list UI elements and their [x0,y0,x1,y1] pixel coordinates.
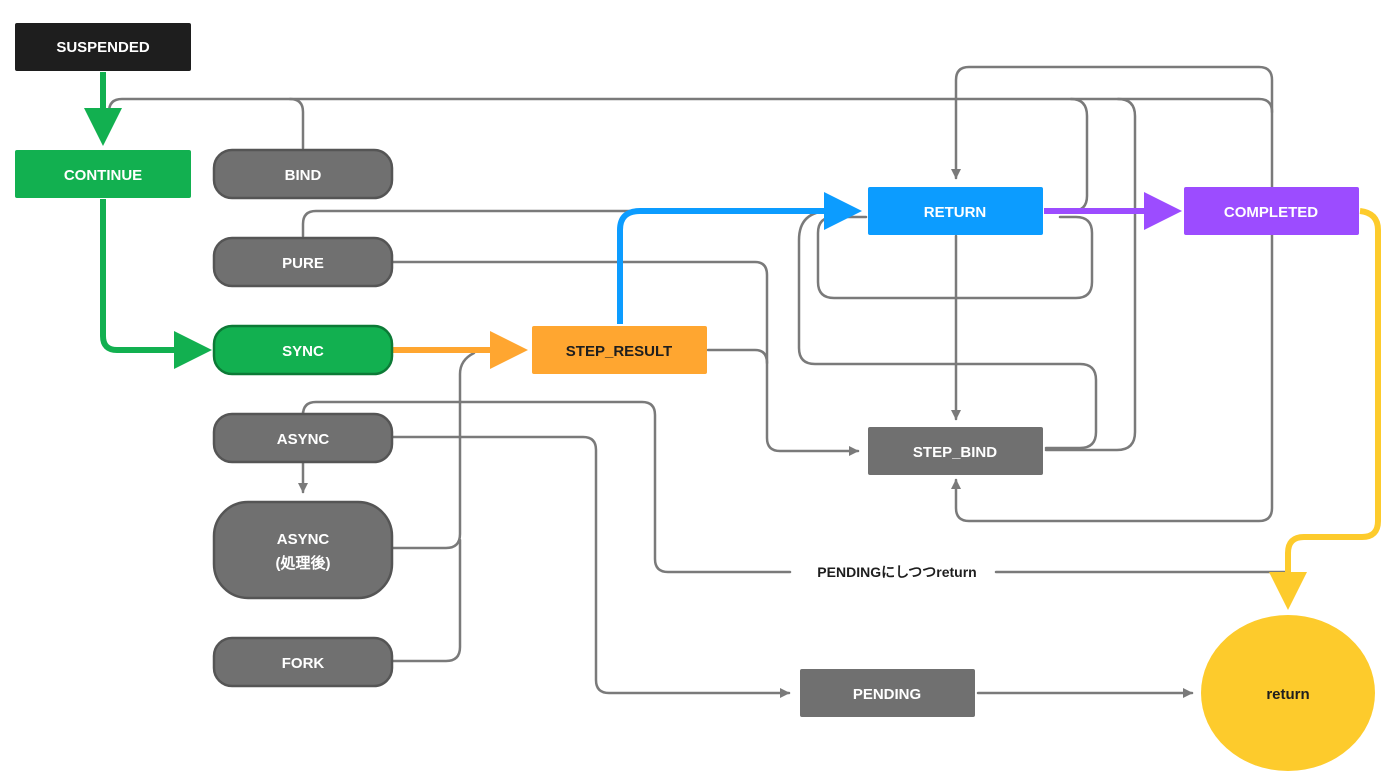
edge-return-loop-outer [797,209,1098,450]
edge-async-to-pending [391,435,791,698]
edge-sync-to-stepresult [393,331,528,369]
edge-return-to-completed [1044,192,1182,230]
node-async[interactable]: ASYNC [212,412,394,464]
edge-stepresult-to-stepbind [706,348,769,365]
edge-rail-stepbind-right [1044,97,1137,452]
svg-text:SUSPENDED: SUSPENDED [56,39,150,56]
edge-async-after-to-stepresult [391,351,476,550]
node-return-final[interactable]: return [1201,615,1375,771]
svg-text:FORK: FORK [282,655,325,672]
edge-top-rail [288,97,1274,523]
node-bind[interactable]: BIND [212,148,394,200]
node-sync[interactable]: SYNC [212,324,394,376]
svg-text:(処理後): (処理後) [276,554,331,572]
edge-loop-to-return-top [951,65,1274,180]
edge-bind-to-continue [107,97,305,150]
node-async-after[interactable]: ASYNC (処理後) [212,500,394,600]
svg-text:RETURN: RETURN [924,204,987,221]
svg-text:COMPLETED: COMPLETED [1224,204,1318,221]
edge-fork-to-stepresult [391,538,462,663]
svg-text:SYNC: SYNC [282,343,324,360]
edge-stepresult-to-return [617,192,862,324]
edge-suspended-to-continue [84,72,122,146]
svg-text:STEP_RESULT: STEP_RESULT [566,343,672,360]
node-pure[interactable]: PURE [212,236,394,288]
svg-text:PURE: PURE [282,255,324,272]
node-step-result[interactable]: STEP_RESULT [532,326,707,374]
svg-text:PENDING: PENDING [853,686,921,703]
svg-text:STEP_BIND: STEP_BIND [913,444,997,461]
svg-text:CONTINUE: CONTINUE [64,167,142,184]
node-step-bind[interactable]: STEP_BIND [868,427,1043,475]
edge-completed-to-return [1269,208,1381,610]
svg-text:ASYNC: ASYNC [277,431,330,448]
node-fork[interactable]: FORK [212,636,394,688]
edge-rail-return-right-1 [1069,97,1089,213]
node-continue[interactable]: CONTINUE [15,150,191,198]
svg-text:ASYNC: ASYNC [277,531,330,548]
node-suspended[interactable]: SUSPENDED [15,23,191,71]
node-pending[interactable]: PENDING [800,669,975,717]
svg-text:return: return [1266,686,1309,703]
edge-label-pending-return: PENDINGにしつつreturn [817,564,976,580]
node-return[interactable]: RETURN [868,187,1043,235]
edge-async-to-pending-return [301,400,792,574]
edge-continue-to-sync [100,199,212,369]
svg-text:BIND: BIND [285,167,322,184]
node-completed[interactable]: COMPLETED [1184,187,1359,235]
edge-pure-to-return [301,209,832,238]
